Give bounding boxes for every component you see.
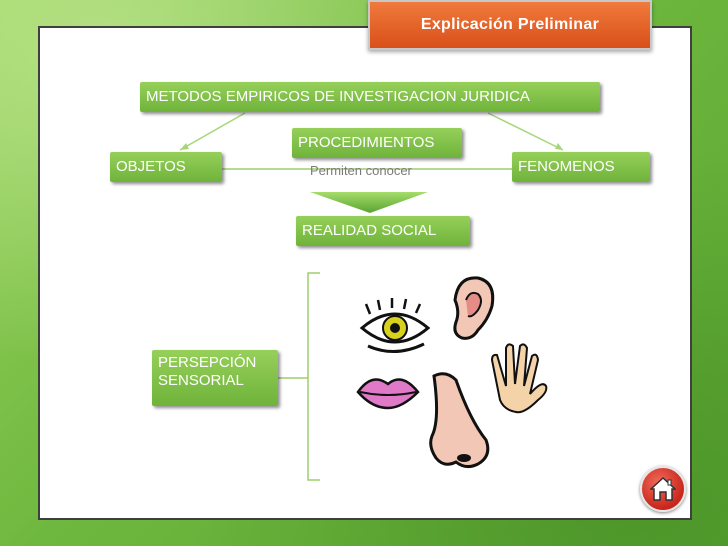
procedimientos-label: PROCEDIMIENTOS [298, 134, 435, 151]
down-arrow [310, 192, 428, 213]
nose-icon [429, 372, 490, 469]
objetos-label: OBJETOS [116, 158, 186, 175]
mouth-icon [356, 378, 420, 410]
ear-icon [453, 276, 495, 340]
objetos-box: OBJETOS [110, 152, 222, 182]
slide-title-text: Explicación Preliminar [420, 16, 600, 33]
eye-icon [359, 298, 431, 353]
permiten-conocer-text: Permiten conocer [310, 163, 412, 178]
slide-title: Explicación Preliminar [368, 0, 652, 50]
percepcion-box: PERSEPCIÓN SENSORIAL [152, 350, 278, 406]
fenomenos-label: FENOMENOS [518, 158, 615, 175]
hand-icon [490, 343, 548, 414]
arrow-to-objetos-head [180, 143, 189, 150]
realidad-social-box: REALIDAD SOCIAL [296, 216, 470, 246]
percepcion-label-line2: SENSORIAL [158, 372, 244, 389]
arrow-to-fenomenos [487, 112, 564, 151]
home-icon [650, 476, 676, 501]
fenomenos-box: FENOMENOS [512, 152, 650, 182]
procedimientos-box: PROCEDIMIENTOS [292, 128, 462, 158]
arrow-to-objetos [179, 112, 246, 151]
realidad-social-label: REALIDAD SOCIAL [302, 222, 437, 239]
main-method-box: METODOS EMPIRICOS DE INVESTIGACION JURID… [140, 82, 600, 112]
main-method-label: METODOS EMPIRICOS DE INVESTIGACION JURID… [146, 88, 530, 105]
home-button[interactable] [640, 466, 686, 512]
arrow-to-fenomenos-head [555, 143, 563, 150]
bracket [307, 272, 320, 481]
percepcion-label-line1: PERSEPCIÓN [158, 354, 257, 371]
